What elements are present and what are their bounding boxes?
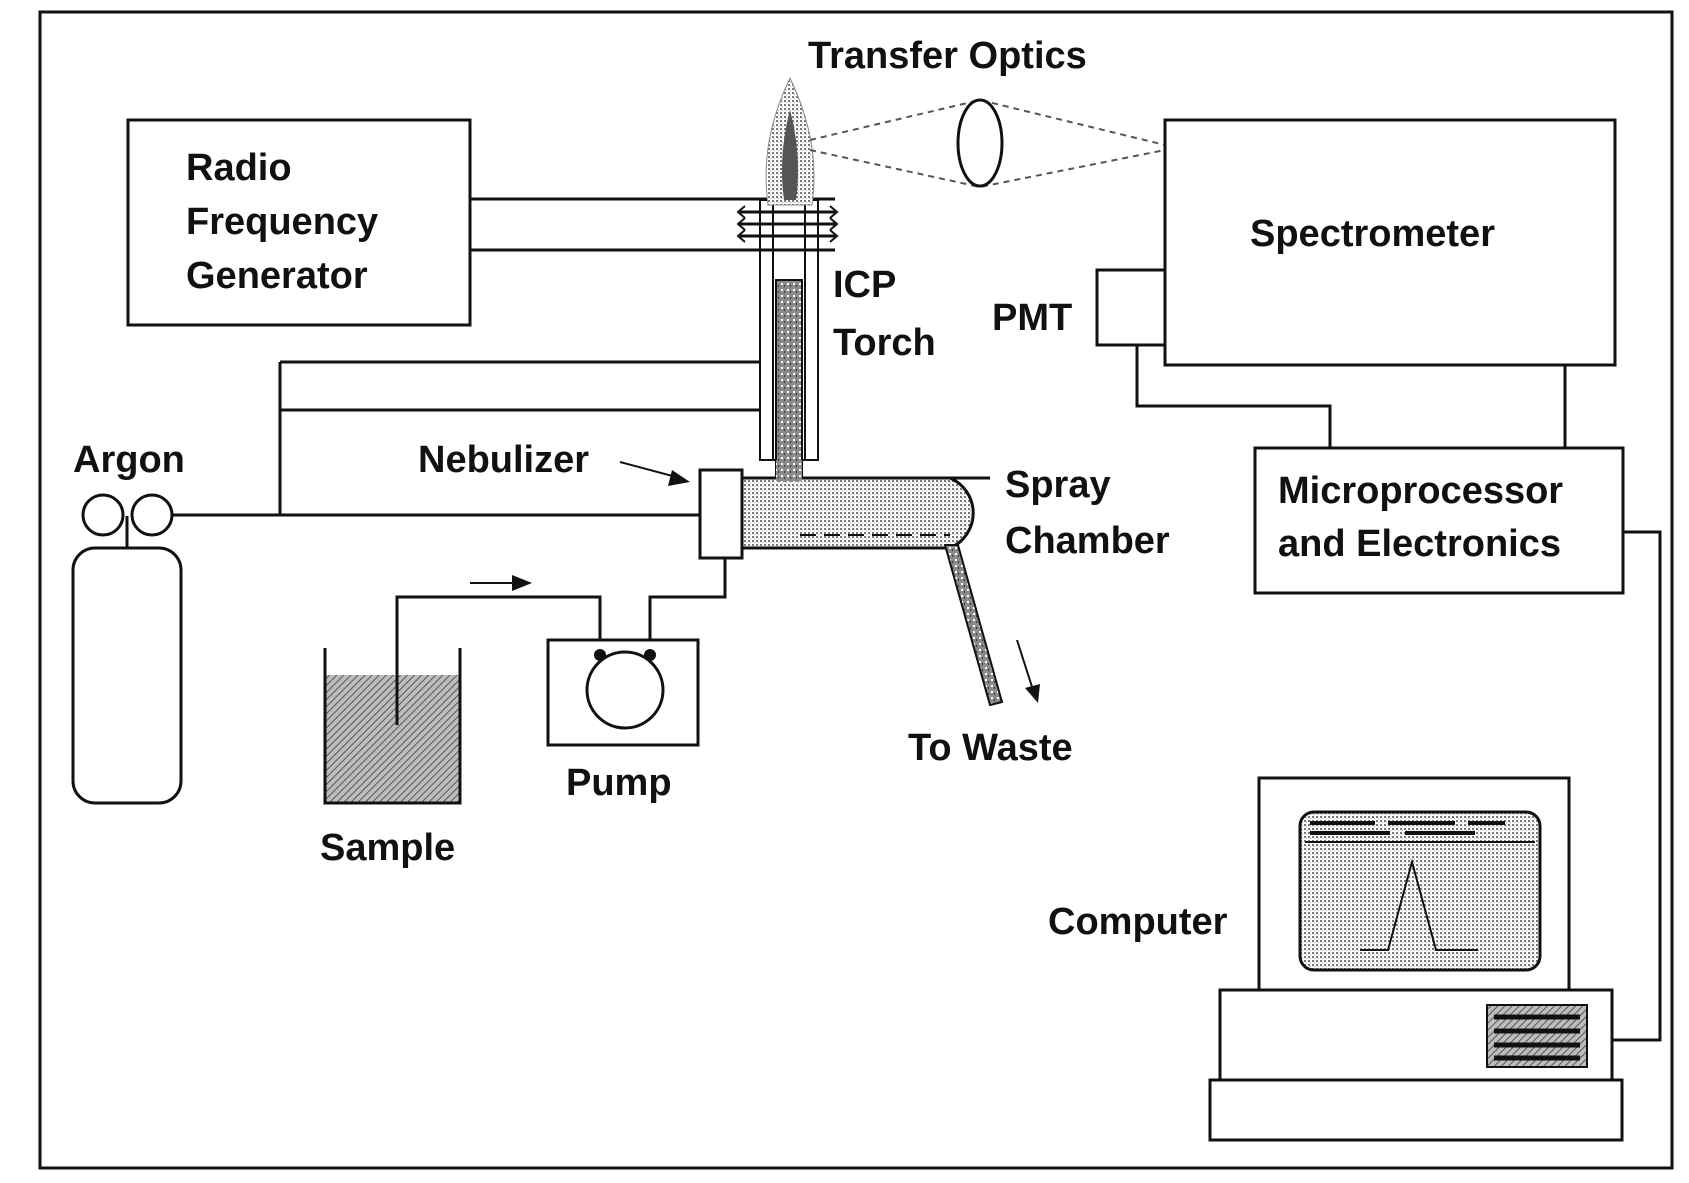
- nebulizer-pointer-arrow: [619, 461, 690, 486]
- computer-label: Computer: [1048, 901, 1228, 943]
- argon-tank: [71, 493, 183, 805]
- load-coil: [736, 205, 839, 243]
- diagram-frame: [38, 10, 1674, 1170]
- sample-tubing: [395, 558, 727, 725]
- transfer-optics: [809, 98, 1166, 189]
- sample-label: Sample: [320, 827, 455, 869]
- nebulizer-label: Nebulizer: [418, 439, 589, 481]
- pmt-label: PMT: [992, 297, 1072, 339]
- rf-generator: Radio Frequency Generator: [126, 118, 472, 327]
- nebulizer: [698, 468, 744, 560]
- to-waste-label: To Waste: [908, 727, 1073, 769]
- waste-arrow: [1016, 639, 1040, 703]
- argon-label: Argon: [73, 439, 185, 481]
- sample-beaker: [323, 648, 462, 805]
- spray-label-line2: Chamber: [1005, 520, 1170, 562]
- rf-label-line2: Frequency: [186, 201, 378, 243]
- rf-label-line3: Generator: [186, 255, 368, 297]
- plasma-flame: [765, 76, 815, 206]
- pump: [546, 638, 700, 747]
- micro-label-line2: and Electronics: [1278, 523, 1561, 565]
- icp-label-line1: ICP: [833, 264, 896, 306]
- flow-arrow: [470, 575, 532, 591]
- micro-label-line1: Microprocessor: [1278, 470, 1563, 512]
- icp-label-line2: Torch: [833, 322, 936, 364]
- signal-wiring: [1135, 345, 1662, 1042]
- pmt: [1095, 268, 1167, 347]
- transfer-optics-label: Transfer Optics: [808, 35, 1087, 77]
- spray-chamber: [740, 460, 990, 550]
- spray-label-line1: Spray: [1005, 464, 1111, 506]
- waste-drain-tube: [943, 544, 1004, 707]
- spectrometer-label: Spectrometer: [1250, 213, 1495, 255]
- argon-gas-lines: [172, 360, 760, 517]
- spectrum-peak: [1360, 858, 1478, 951]
- spectrometer: Spectrometer: [1163, 118, 1617, 367]
- rf-label-line1: Radio: [186, 147, 292, 189]
- pump-label: Pump: [566, 762, 672, 804]
- icp-torch: [759, 199, 819, 481]
- microprocessor: Microprocessor and Electronics: [1253, 446, 1625, 595]
- computer: [1208, 776, 1624, 1142]
